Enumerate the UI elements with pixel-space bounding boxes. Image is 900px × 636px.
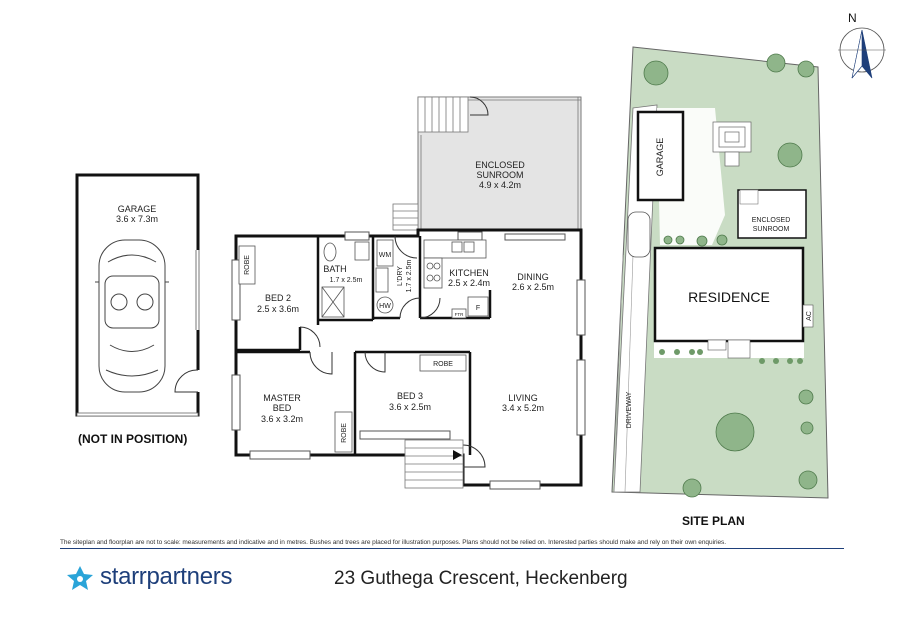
house-plan: ENCLOSED SUNROOM 4.9 x 4.2m bbox=[231, 96, 586, 490]
footer-divider bbox=[60, 548, 844, 549]
sunroom-label-2: SUNROOM bbox=[477, 170, 524, 180]
laundry-label: L'DRY bbox=[397, 266, 404, 286]
ftr-label: FTR bbox=[455, 312, 464, 317]
bath-dim: 1.7 x 2.5m bbox=[330, 277, 363, 284]
master-label-1: MASTER bbox=[263, 393, 301, 403]
bed2-robe-label: ROBE bbox=[244, 255, 251, 275]
site-garage-label: GARAGE bbox=[655, 138, 665, 177]
brand-name: starrpartners bbox=[100, 563, 233, 590]
bed3-robe-label: ROBE bbox=[433, 361, 453, 368]
bed3-label: BED 3 bbox=[397, 391, 423, 401]
kitchen-dim: 2.5 x 2.4m bbox=[448, 278, 490, 288]
disclaimer-text: The siteplan and floorplan are not to sc… bbox=[60, 539, 726, 546]
residence-label: RESIDENCE bbox=[688, 289, 770, 305]
living-label: LIVING bbox=[508, 393, 538, 403]
laundry-dim: 1.7 x 2.5m bbox=[406, 259, 413, 292]
site-sunroom-label-2: SUNROOM bbox=[753, 226, 790, 233]
site-sunroom-label-1: ENCLOSED bbox=[752, 217, 791, 224]
master-label-2: BED bbox=[273, 403, 292, 413]
tree-icons bbox=[643, 53, 818, 498]
master-robe-label: ROBE bbox=[341, 423, 348, 443]
property-address: 23 Guthega Crescent, Heckenberg bbox=[334, 568, 628, 589]
sunroom-dim: 4.9 x 4.2m bbox=[479, 180, 521, 190]
bed2-label: BED 2 bbox=[265, 293, 291, 303]
north-label: N bbox=[848, 11, 857, 25]
north-compass-icon: N bbox=[838, 11, 886, 79]
garage-plan: GARAGE 3.6 x 7.3m bbox=[75, 173, 200, 417]
sunroom-label-1: ENCLOSED bbox=[475, 160, 525, 170]
bush-row-icons bbox=[659, 349, 803, 364]
dining-label: DINING bbox=[517, 272, 549, 282]
hot-water-label: HW bbox=[379, 303, 391, 310]
garage-dim: 3.6 x 7.3m bbox=[116, 214, 158, 224]
car-icon bbox=[95, 239, 169, 393]
not-in-position-label: (NOT IN POSITION) bbox=[78, 432, 188, 446]
driveway-label: DRIVEWAY bbox=[626, 391, 633, 428]
bath-label: BATH bbox=[323, 264, 346, 274]
ac-label: AC bbox=[806, 311, 813, 321]
fridge-label: F bbox=[476, 305, 480, 312]
site-plan: DRIVEWAY GARAGE ENCLOSED SUNROOM RESIDEN… bbox=[611, 11, 886, 499]
site-plan-title: SITE PLAN bbox=[682, 514, 745, 528]
site-car-icon bbox=[627, 211, 651, 258]
washing-machine-label: WM bbox=[379, 252, 392, 259]
entry-arrow-icon bbox=[453, 450, 462, 460]
master-dim: 3.6 x 3.2m bbox=[261, 414, 303, 424]
kitchen-label: KITCHEN bbox=[449, 268, 489, 278]
bed3-dim: 3.6 x 2.5m bbox=[389, 402, 431, 412]
bed2-dim: 2.5 x 3.6m bbox=[257, 304, 299, 314]
living-dim: 3.4 x 5.2m bbox=[502, 403, 544, 413]
dining-dim: 2.6 x 2.5m bbox=[512, 282, 554, 292]
garage-label: GARAGE bbox=[118, 204, 157, 214]
